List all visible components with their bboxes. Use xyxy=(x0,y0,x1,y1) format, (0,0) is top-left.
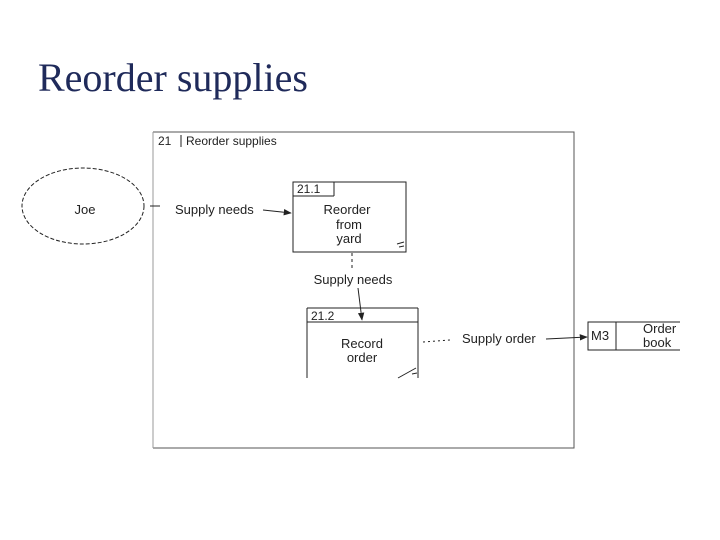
flow-label: Supply needs xyxy=(175,202,254,217)
datastore-name-line: Order xyxy=(643,321,677,336)
process-21-1: 21.1 Reorder from yard xyxy=(292,181,407,253)
datastore-id: M3 xyxy=(591,328,609,343)
external-entity-joe: Joe xyxy=(21,167,145,245)
datastore-name-line: book xyxy=(643,335,672,350)
slide-title: Reorder supplies xyxy=(38,55,308,100)
flow-label: Supply needs xyxy=(314,272,393,287)
process-name-line: Record xyxy=(341,336,383,351)
process-id: 21.1 xyxy=(297,182,321,196)
process-21-2: 21.2 Record order xyxy=(306,307,419,379)
frame-number: 21 xyxy=(158,134,172,148)
process-frame: 21 Reorder supplies xyxy=(152,131,575,449)
flow-label: Supply order xyxy=(462,331,536,346)
process-name-line: Reorder xyxy=(324,202,372,217)
process-name-line: order xyxy=(347,350,378,365)
process-id: 21.2 xyxy=(311,309,335,323)
datastore-m3: M3 Order book xyxy=(587,321,680,351)
process-name-line: from xyxy=(336,217,362,232)
flow-supply-order: Supply order xyxy=(422,331,588,346)
flow-supply-needs-internal: Supply needs xyxy=(314,253,393,321)
frame-title: Reorder supplies xyxy=(186,134,277,148)
process-name-line: yard xyxy=(336,231,361,246)
flow-supply-needs-in: Supply needs xyxy=(150,202,292,217)
entity-label: Joe xyxy=(75,202,96,217)
